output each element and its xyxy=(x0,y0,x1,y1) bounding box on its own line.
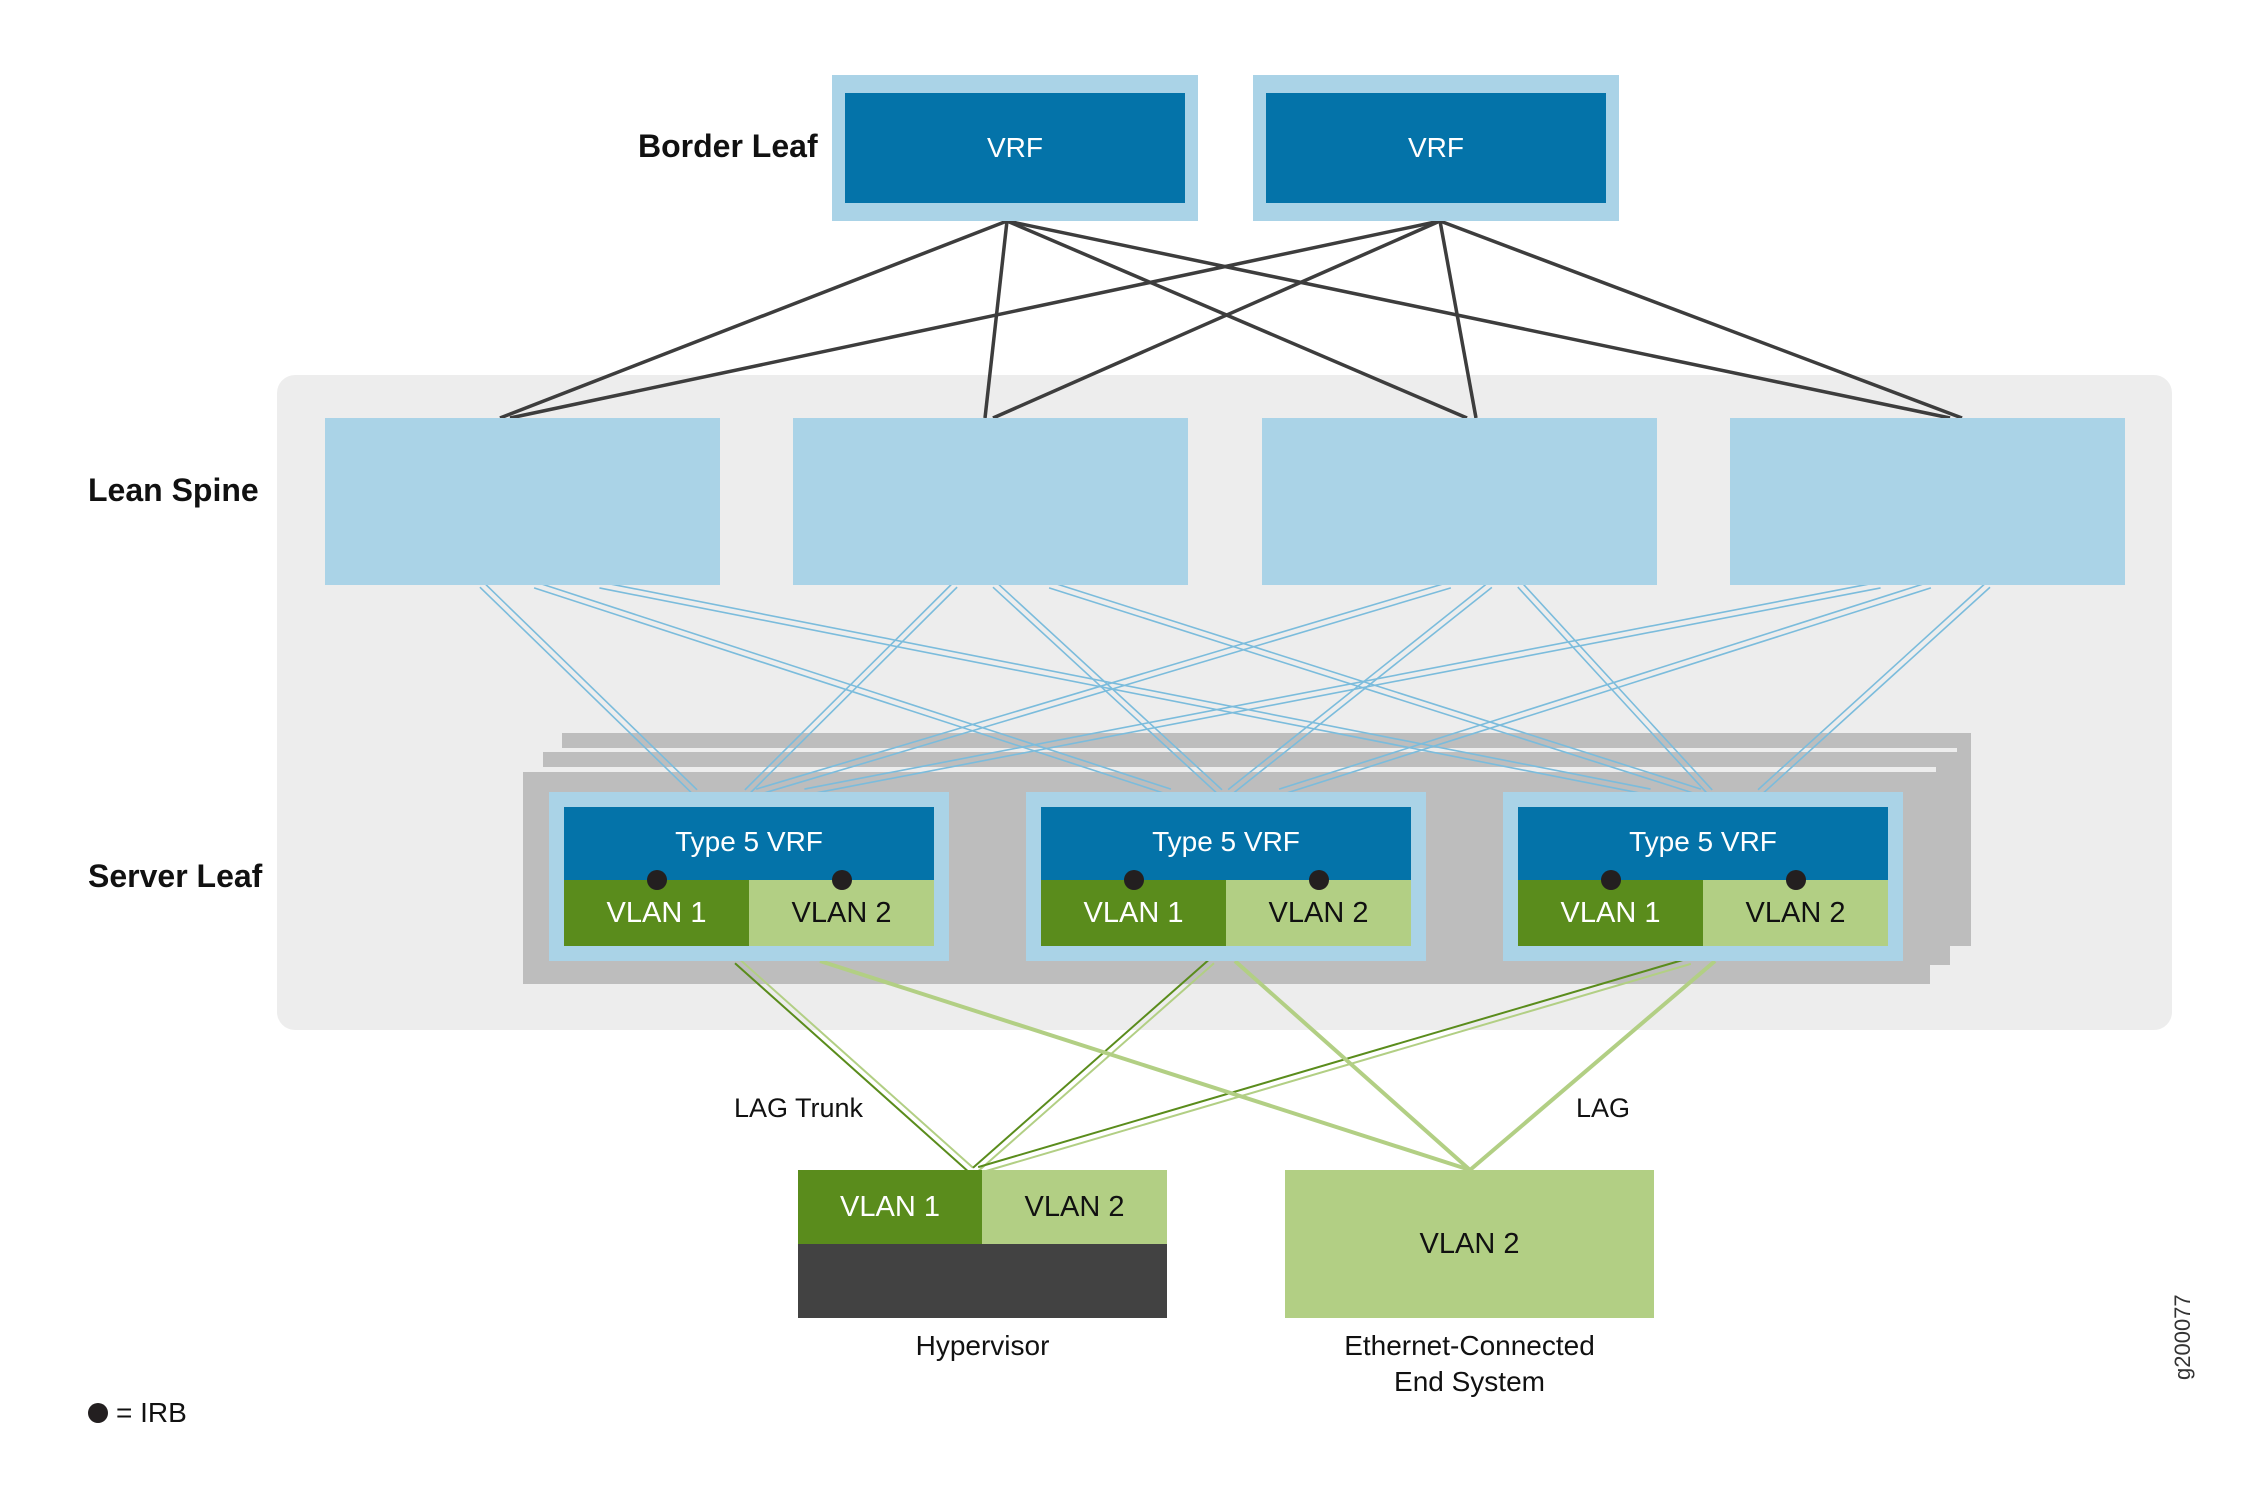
type5-vrf-box: Type 5 VRF xyxy=(564,807,934,880)
spine-leaf-link xyxy=(744,582,954,791)
vrf-box: VRF xyxy=(1266,93,1606,203)
spine-device-4[interactable] xyxy=(1730,418,2125,585)
border-spine-link xyxy=(983,220,1009,419)
hypervisor-vlan1: VLAN 1 xyxy=(798,1170,982,1244)
server-leaf-device-3[interactable]: Type 5 VRF VLAN 1 VLAN 2 xyxy=(1503,792,1903,961)
irb-legend-icon xyxy=(88,1403,108,1423)
border-leaf-device-2[interactable]: VRF xyxy=(1253,75,1619,221)
border-spine-link xyxy=(1006,219,1468,420)
irb-dot xyxy=(832,870,852,890)
figure-id: g200077 xyxy=(2170,1294,2195,1380)
border-spine-link xyxy=(1439,219,1963,420)
lag-trunk-link xyxy=(972,957,1211,1169)
irb-dot xyxy=(647,870,667,890)
server-leaf-device-2[interactable]: Type 5 VRF VLAN 1 VLAN 2 xyxy=(1026,792,1426,961)
spine-leaf-link xyxy=(1761,586,1991,795)
border-leaf-device-1[interactable]: VRF xyxy=(832,75,1198,221)
spine-leaf-link xyxy=(1278,581,1930,790)
spine-leaf-link xyxy=(804,581,1880,790)
vrf-box: VRF xyxy=(845,93,1185,203)
spine-leaf-link xyxy=(1280,587,1932,796)
end-system-vlan2: VLAN 2 xyxy=(1419,1227,1520,1260)
end-system-caption-line1: Ethernet-Connected xyxy=(1344,1330,1595,1361)
spine-leaf-link xyxy=(479,586,694,795)
spine-leaf-link xyxy=(755,581,1450,790)
server-leaf-device-1[interactable]: Type 5 VRF VLAN 1 VLAN 2 xyxy=(549,792,949,961)
server-leaf-label: Server Leaf xyxy=(88,858,263,894)
lag-link xyxy=(1233,959,1472,1172)
spine-leaf-link xyxy=(535,581,1172,790)
spine-leaf-link xyxy=(748,586,958,795)
irb-dot xyxy=(1601,870,1621,890)
spine-leaf-link xyxy=(996,582,1223,791)
vlan1-box: VLAN 1 xyxy=(1041,880,1226,946)
lean-spine-label: Lean Spine xyxy=(88,472,259,508)
lag-label: LAG xyxy=(1576,1093,1631,1123)
vlan2-box: VLAN 2 xyxy=(1226,880,1411,946)
spine-leaf-link xyxy=(483,582,698,791)
spine-leaf-link xyxy=(1521,582,1713,791)
vlan1-box: VLAN 1 xyxy=(564,880,749,946)
spine-leaf-link xyxy=(1231,586,1493,795)
end-system[interactable]: VLAN 2 xyxy=(1285,1170,1654,1318)
spine-leaf-link xyxy=(1757,582,1987,791)
hypervisor[interactable]: VLAN 1 VLAN 2 xyxy=(798,1170,1167,1318)
lag-trunk-link xyxy=(976,962,1215,1174)
spine-leaf-link xyxy=(1048,587,1700,796)
irb-dot xyxy=(1309,870,1329,890)
lag-link xyxy=(819,959,1471,1172)
end-system-caption: Ethernet-Connected End System xyxy=(1285,1328,1654,1400)
spine-leaf-link xyxy=(599,587,1650,796)
legend: = IRB xyxy=(88,1397,187,1429)
border-spine-link xyxy=(499,219,1008,420)
irb-dot xyxy=(1786,870,1806,890)
irb-legend-label: = IRB xyxy=(116,1397,187,1428)
spine-device-1[interactable] xyxy=(325,418,720,585)
hypervisor-caption: Hypervisor xyxy=(915,1330,1050,1361)
end-system-caption-line2: End System xyxy=(1394,1366,1545,1397)
lag-trunk-link xyxy=(738,958,974,1169)
border-leaf-label: Border Leaf xyxy=(638,128,818,164)
spine-leaf-link xyxy=(1227,582,1489,791)
lag-trunk-link xyxy=(734,962,970,1173)
hypervisor-vlan2: VLAN 2 xyxy=(982,1170,1167,1244)
type5-vrf-box: Type 5 VRF xyxy=(1518,807,1888,880)
vlan1-box: VLAN 1 xyxy=(1518,880,1703,946)
border-spine-links xyxy=(499,219,1963,420)
type5-vrf-box: Type 5 VRF xyxy=(1041,807,1411,880)
leaf-endpoint-links xyxy=(734,957,1717,1174)
lag-trunk-link xyxy=(977,957,1690,1169)
vlan2-box: VLAN 2 xyxy=(749,880,934,946)
border-spine-link xyxy=(1438,220,1478,419)
spine-device-2[interactable] xyxy=(793,418,1188,585)
lag-trunk-label: LAG Trunk xyxy=(734,1093,864,1123)
border-spine-link xyxy=(509,219,1441,420)
spine-leaf-link xyxy=(1517,586,1709,795)
spine-leaf-links xyxy=(479,581,1991,796)
lag-link xyxy=(1468,959,1717,1172)
vlan2-box: VLAN 2 xyxy=(1703,880,1888,946)
irb-dot xyxy=(1124,870,1144,890)
border-spine-link xyxy=(1006,219,1951,420)
spine-device-3[interactable] xyxy=(1262,418,1657,585)
lag-trunk-link xyxy=(979,962,1692,1174)
border-spine-link xyxy=(992,219,1441,420)
spine-leaf-link xyxy=(757,587,1452,796)
spine-leaf-link xyxy=(805,587,1881,796)
